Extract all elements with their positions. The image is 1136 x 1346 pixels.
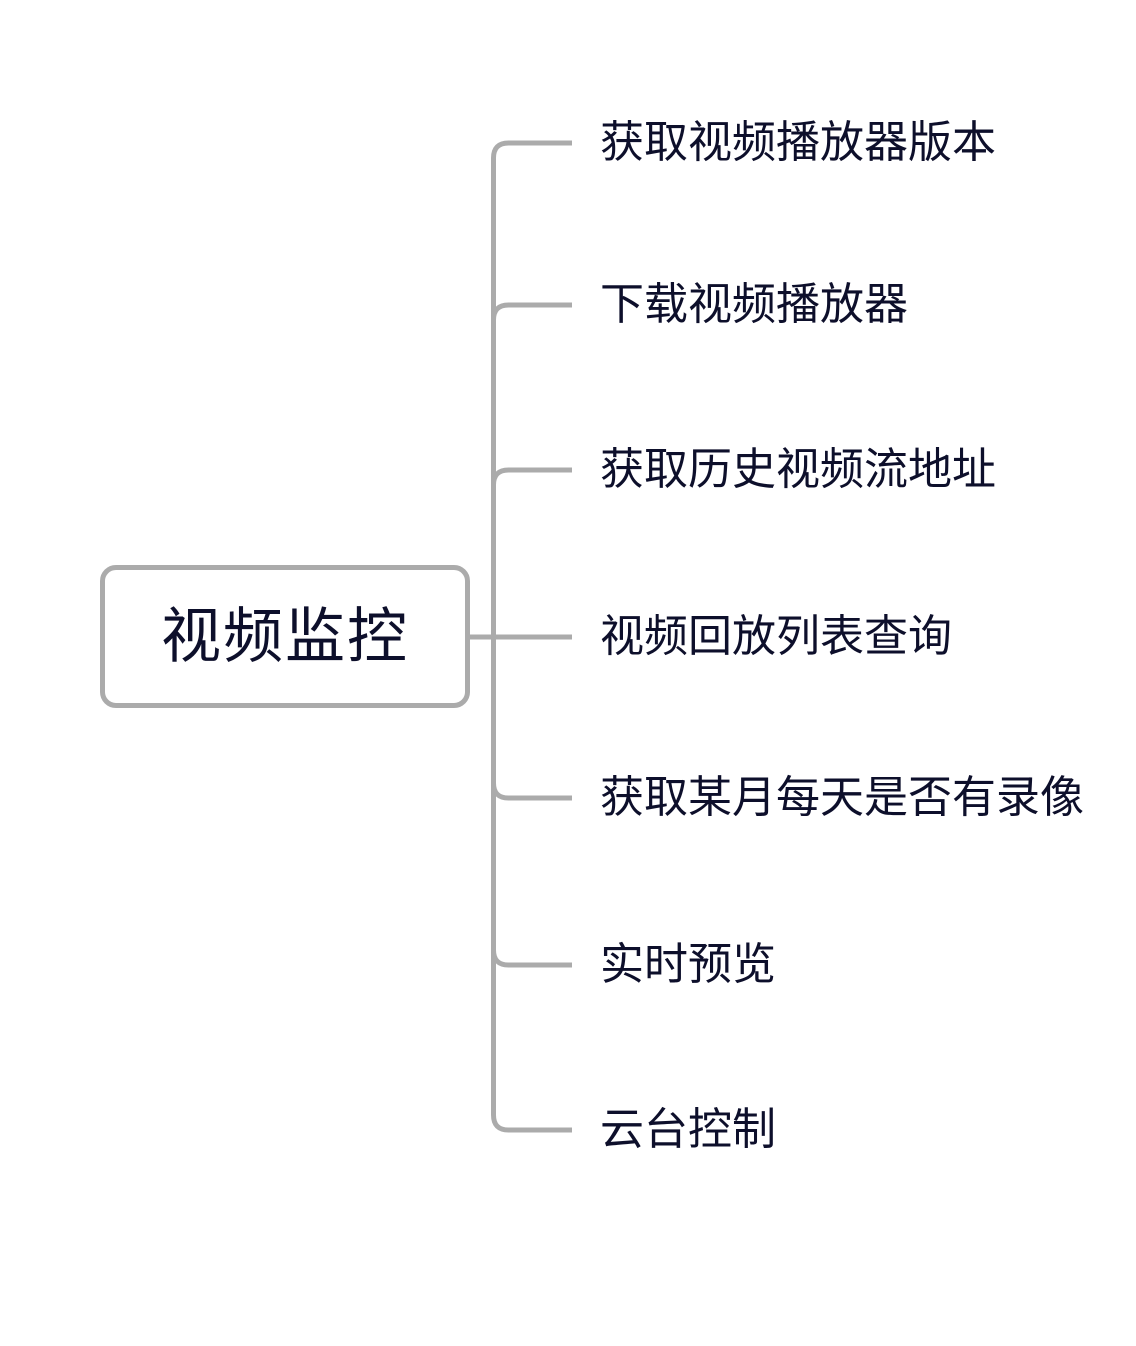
connector-branch-1 <box>491 140 572 159</box>
connector-branch-7 <box>491 1114 572 1133</box>
connector-branch-5 <box>491 782 572 801</box>
connector-branch-2 <box>491 302 572 321</box>
branch-node-5[interactable]: 获取某月每天是否有录像 <box>600 773 1084 822</box>
root-node[interactable]: 视频监控 <box>100 565 470 708</box>
connector-branch-3 <box>491 467 572 486</box>
branch-node-6[interactable]: 实时预览 <box>600 940 776 989</box>
root-node-label: 视频监控 <box>161 602 409 670</box>
branch-node-4[interactable]: 视频回放列表查询 <box>600 612 952 661</box>
branch-node-2[interactable]: 下载视频播放器 <box>600 280 908 329</box>
branch-node-1[interactable]: 获取视频播放器版本 <box>600 118 996 167</box>
branch-node-7[interactable]: 云台控制 <box>600 1105 776 1154</box>
connector-branch-6 <box>491 949 572 968</box>
branch-node-3[interactable]: 获取历史视频流地址 <box>600 445 996 494</box>
